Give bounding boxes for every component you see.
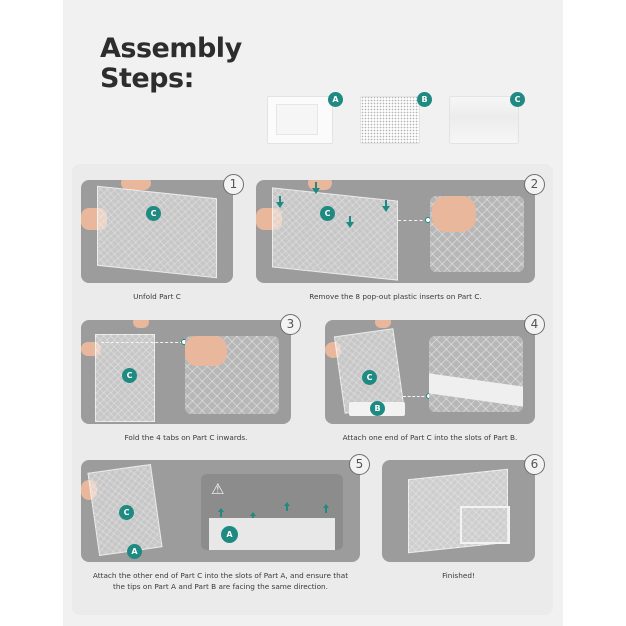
step-2-image: C <box>256 180 535 283</box>
part-b-badge: B <box>370 401 385 416</box>
callout-line <box>101 342 183 343</box>
step-4-caption: Attach one end of Part C into the slots … <box>342 433 518 442</box>
step-5-caption-line-1: Attach the other end of Part C into the … <box>92 571 349 580</box>
part-a-image <box>267 96 333 144</box>
step-5-caption: Attach the other end of Part C into the … <box>81 570 360 592</box>
up-arrow-icon <box>284 502 290 511</box>
part-a: A <box>267 92 343 144</box>
hand <box>121 180 151 190</box>
part-a-badge: A <box>127 544 142 559</box>
part-a-badge: A <box>328 92 343 107</box>
box-door <box>460 506 510 544</box>
part-c-box <box>272 187 398 281</box>
step-2-caption: Remove the 8 pop-out plastic inserts on … <box>309 292 482 301</box>
part-c-badge: C <box>510 92 525 107</box>
step-2-detail-inset <box>430 196 524 272</box>
up-arrow-icon <box>218 508 224 517</box>
step-4-number: 4 <box>524 314 545 335</box>
step-3-detail-inset <box>185 336 279 414</box>
part-c-badge: C <box>122 368 137 383</box>
step-4-image: C B <box>325 320 535 424</box>
step-6-caption: Finished! <box>442 571 475 580</box>
step-5-image: C A ⚠ A <box>81 460 360 562</box>
part-b: B <box>360 92 432 144</box>
part-c-badge: C <box>119 505 134 520</box>
part-b-detail <box>429 373 523 407</box>
step-3-number: 3 <box>280 314 301 335</box>
step-3-caption: Fold the 4 tabs on Part C inwards. <box>124 433 248 442</box>
part-c-badge: C <box>362 370 377 385</box>
step-2-number: 2 <box>524 174 545 195</box>
part-c: C <box>449 92 525 144</box>
page-title: Assembly Steps: <box>100 34 242 94</box>
hand <box>375 320 391 328</box>
part-c-badge: C <box>320 206 335 221</box>
up-arrow-icon <box>250 512 256 521</box>
step-5-caption-line-2: the tips on Part A and Part B are facing… <box>112 582 329 591</box>
down-arrow-icon <box>382 200 390 212</box>
part-b-image <box>360 96 420 144</box>
finger <box>432 196 476 232</box>
hand <box>308 180 332 190</box>
callout-line <box>403 396 429 397</box>
down-arrow-icon <box>312 182 320 194</box>
step-1-caption: Unfold Part C <box>133 292 181 301</box>
step-6-number: 6 <box>524 454 545 475</box>
step-4-detail-inset <box>429 336 523 412</box>
step-1-image: C <box>81 180 233 283</box>
callout-line <box>398 220 428 221</box>
step-1-number: 1 <box>223 174 244 195</box>
step-5-number: 5 <box>349 454 370 475</box>
down-arrow-icon <box>346 216 354 228</box>
warning-icon: ⚠ <box>211 480 225 498</box>
part-c-box <box>97 185 217 279</box>
finger <box>185 336 227 366</box>
part-c-image <box>449 96 519 144</box>
part-a-badge: A <box>221 526 238 543</box>
hand <box>133 320 149 328</box>
part-c-badge: C <box>146 206 161 221</box>
down-arrow-icon <box>276 196 284 208</box>
step-6-image <box>382 460 535 562</box>
step-3-image: C <box>81 320 291 424</box>
step-5-detail-inset: ⚠ A <box>201 474 343 550</box>
title-line-1: Assembly <box>100 33 242 64</box>
up-arrow-icon <box>323 504 329 513</box>
part-b-badge: B <box>417 92 432 107</box>
title-line-2: Steps: <box>100 63 194 94</box>
